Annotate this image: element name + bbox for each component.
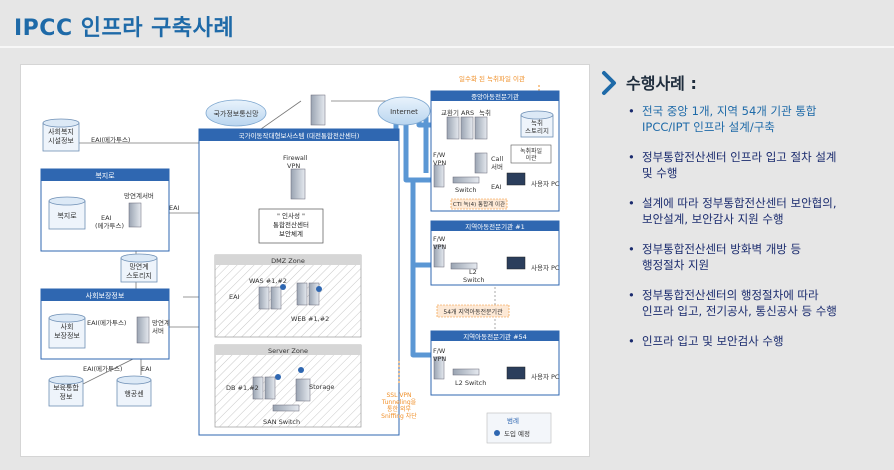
web-label: WEB #1,#2 xyxy=(291,315,329,323)
was-label: WAS #1,#2 xyxy=(249,277,287,285)
eai2-label: EAI(메가투스) xyxy=(95,214,124,230)
page-title: IPCC 인프라 구축사례 xyxy=(14,16,235,41)
eai6-label: EAI xyxy=(141,365,152,373)
svg-text:사용자 PC: 사용자 PC xyxy=(531,179,560,188)
redundant-note: 일수화 된 녹취파일 이관 xyxy=(459,74,525,83)
eai4-label: EAI(메가투스) xyxy=(87,318,126,327)
security-system-box xyxy=(258,208,324,244)
eai3-label: EAI xyxy=(169,204,180,212)
svg-text:범례: 범례 xyxy=(507,416,519,425)
linkserver-icon-2 xyxy=(136,316,150,344)
welfare-road-title: 복지로 xyxy=(95,171,115,180)
storage-label: Storage xyxy=(309,383,334,391)
rec-label: 녹취 xyxy=(479,109,491,117)
ars-label: ARS xyxy=(461,109,474,117)
title-divider xyxy=(0,46,894,48)
server-zone xyxy=(214,344,362,428)
internet-cloud: Internet xyxy=(377,96,431,126)
db-label: DB #1,#2 xyxy=(226,384,259,392)
svg-text:지역아동전문기관 #54: 지역아동전문기관 #54 xyxy=(463,332,527,341)
svg-text:사용자 PC: 사용자 PC xyxy=(531,372,560,381)
cti-note: CTI 녹(4) 통합계 이관 xyxy=(453,200,505,208)
ivr-label: 교환기 xyxy=(441,108,459,117)
social-security-title: 사회보장정보 xyxy=(86,291,125,300)
dmz-zone xyxy=(214,254,362,338)
nirs-title: 국가이동작대형보사스템 (대전통합전산센터) xyxy=(239,131,360,140)
regional-count-note: 54개 지역아동전문기관 xyxy=(443,308,503,316)
pension-db: 행공센 xyxy=(116,375,152,407)
eai-gw-label: EAI xyxy=(491,183,502,191)
case-heading: 수행사례 : xyxy=(626,74,697,93)
case-item-6: 인프라 입고 및 보안검사 수행 xyxy=(628,333,883,349)
gov-net-cloud: 국가정보통신망 xyxy=(205,99,267,127)
svg-text:사회보장정보: 사회보장정보 xyxy=(54,322,80,340)
svg-text:복지로: 복지로 xyxy=(57,211,77,220)
svg-text:DMZ Zone: DMZ Zone xyxy=(271,257,305,265)
router-icon xyxy=(310,94,326,126)
svg-text:L2 Switch: L2 Switch xyxy=(455,379,486,387)
san-label: SAN Switch xyxy=(263,418,300,426)
welfare-road-db: 복지로 xyxy=(48,196,86,230)
chevron-right-icon xyxy=(602,71,616,95)
svg-text:지역아동전문기관 #1: 지역아동전문기관 #1 xyxy=(465,222,525,231)
svg-text:행공센: 행공센 xyxy=(124,389,143,398)
case-item-3: 설계에 따라 정부통합전산센터 보안협의,보안설계, 보안감사 지원 수행 xyxy=(628,195,883,227)
legend-box xyxy=(486,412,552,444)
eai5-label: EAI(메가투스) xyxy=(83,364,122,373)
svg-text:Server Zone: Server Zone xyxy=(268,347,308,355)
regional-agency-1-box xyxy=(430,220,560,286)
svg-text:사용자 PC: 사용자 PC xyxy=(531,263,560,272)
linkserver1-label: 망연계서버 xyxy=(124,191,154,200)
regional-agency-54-box xyxy=(430,330,560,396)
svg-text:Switch: Switch xyxy=(455,186,477,194)
svg-text:Internet: Internet xyxy=(390,108,418,116)
linkserver-icon-1 xyxy=(128,202,142,228)
case-item-2: 정부통합전산센터 인프라 입고 절차 설계및 수행 xyxy=(628,149,883,181)
svg-text:도입 예정: 도입 예정 xyxy=(504,429,530,438)
svg-text:국가정보통신망: 국가정보통신망 xyxy=(213,109,259,118)
svg-text:중앙아동전문기관: 중앙아동전문기관 xyxy=(471,92,519,101)
eai-mid-label: EAI xyxy=(229,293,240,301)
firewall-icon xyxy=(290,168,306,200)
eai1-label: EAI(메가투스) xyxy=(91,135,130,144)
